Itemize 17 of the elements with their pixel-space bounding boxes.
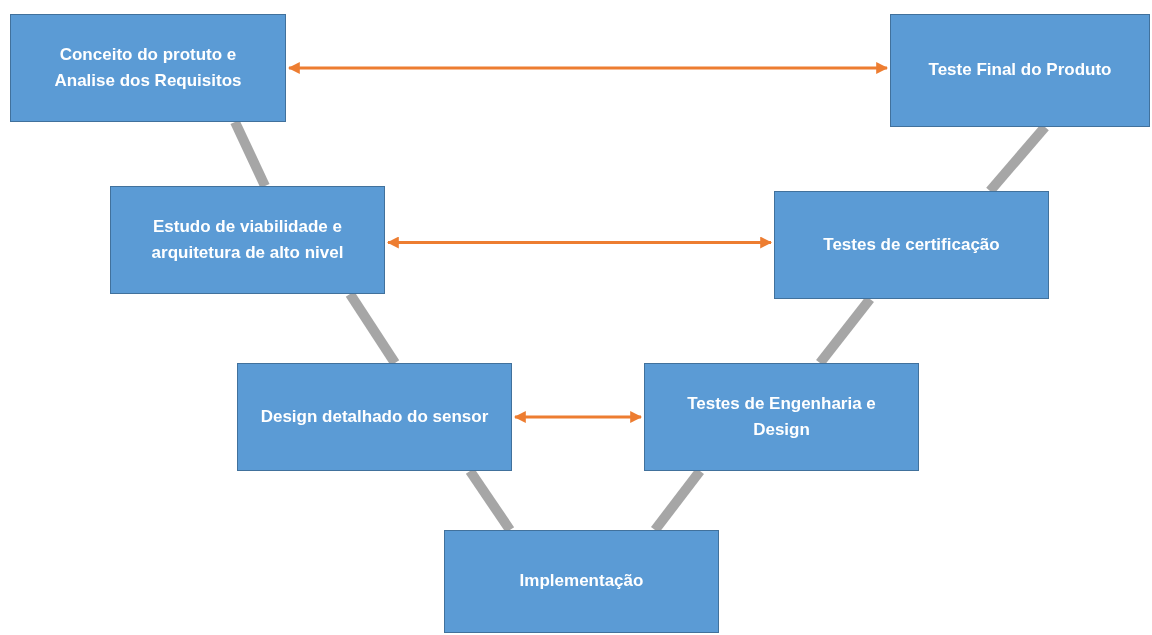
process-box bbox=[444, 530, 719, 633]
box-label: Estudo de viabilidade e arquitetura de alto nivel bbox=[150, 215, 345, 264]
box-label: Testes de certificação bbox=[823, 233, 1000, 256]
process-box bbox=[890, 14, 1150, 127]
box-label: Implementação bbox=[519, 570, 644, 593]
box-label: Teste Final do Produto bbox=[928, 59, 1112, 82]
double-arrow bbox=[386, 236, 773, 249]
process-box bbox=[10, 14, 286, 122]
process-box bbox=[644, 363, 919, 471]
process-box bbox=[110, 186, 385, 294]
double-arrow bbox=[513, 411, 643, 423]
process-box bbox=[774, 191, 1049, 299]
double-arrow bbox=[287, 62, 889, 74]
process-box bbox=[237, 363, 512, 471]
box-label: Conceito do protuto e Analise dos Requisitos bbox=[53, 43, 243, 92]
box-label: Testes de Engenharia e Design bbox=[686, 392, 877, 441]
box-label: Design detalhado do sensor bbox=[260, 405, 489, 428]
